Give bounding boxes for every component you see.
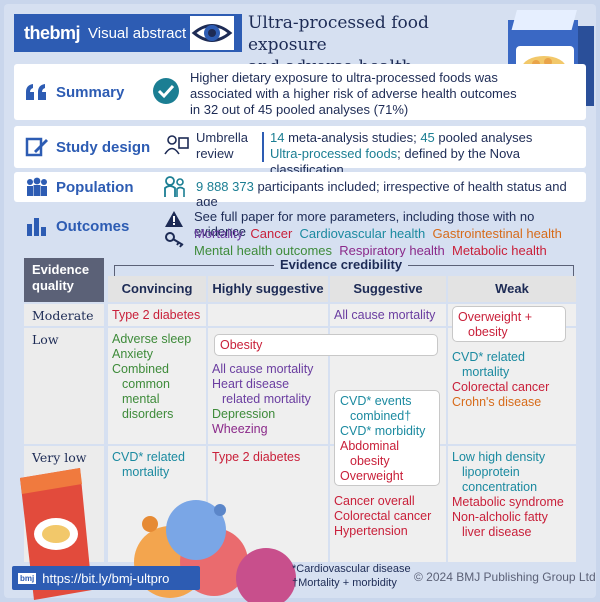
summary-row: Summary Higher dietary exposure to ultra… (14, 64, 586, 120)
credibility-title: Evidence credibility (274, 257, 409, 272)
outcome-item: Overweight + obesity (458, 310, 532, 339)
bmj-mini-logo: bmj (18, 572, 37, 584)
copyright: © 2024 BMJ Publishing Group Ltd (414, 570, 596, 584)
evidence-table: Evidence quality Evidence credibility Co… (24, 257, 576, 562)
outcome-item: All cause mortality (334, 308, 436, 322)
col-suggestive: Suggestive (330, 276, 446, 302)
study-type: Umbrella review (196, 130, 249, 161)
evidence-quality-header: Evidence quality (24, 258, 104, 302)
outcome-item: Type 2 diabetes (212, 450, 301, 464)
col-weak: Weak (448, 276, 576, 302)
highlight-box (334, 390, 440, 486)
outcome-list: Low high density lipoprotein concentrati… (452, 450, 564, 539)
population-text: 9 888 373 participants included; irrespe… (196, 179, 567, 209)
cell (448, 328, 576, 444)
outcomes-row: Outcomes See full paper for more paramet… (14, 206, 586, 258)
row-low: Low (24, 328, 104, 444)
bar-chart-icon (27, 218, 46, 236)
outcome-list: CVD* related mortality (112, 450, 185, 479)
outcome-item: Obesity (220, 338, 263, 352)
row-moderate: Moderate (24, 304, 104, 326)
footnotes: *Cardiovascular disease †Mortality + mor… (292, 563, 411, 589)
cell (448, 446, 576, 562)
cell (208, 304, 328, 326)
population-row: Population 9 888 373 participants includ… (14, 172, 586, 209)
article-link[interactable]: bmj https://bit.ly/bmj-ultpro (12, 566, 200, 590)
summary-label: Summary (24, 82, 124, 102)
highlight-box (214, 334, 438, 356)
warning-icon (165, 211, 183, 227)
outcomes-note: See full paper for more parameters, incl… (194, 209, 535, 239)
cell (108, 328, 206, 444)
study-design-row: Study design Umbrella review 14 meta-ana… (14, 126, 586, 177)
cell (108, 304, 206, 326)
outcomes-key-line2: Mental health outcomes Respiratory healt… (194, 243, 547, 258)
people-group-icon (27, 177, 47, 196)
outcome-list: CVD* related mortality Colorectal cancer… (452, 350, 550, 409)
col-highly-suggestive: Highly suggestive (208, 276, 328, 302)
people-review-icon (164, 135, 189, 155)
outcomes-key-line1: Mortality Cancer Cardiovascular health G… (194, 226, 562, 241)
outcome-list: CVD* events combined† CVD* morbidity Abd… (340, 394, 426, 483)
cell (330, 304, 446, 326)
brand-subtitle: Visual abstract (88, 24, 187, 42)
key-icon (165, 232, 184, 248)
outcome-list: Adverse sleep Anxiety Combined common me… (112, 332, 192, 421)
col-convincing: Convincing (108, 276, 206, 302)
highlight-box (452, 306, 566, 342)
quote-icon (26, 84, 46, 100)
bmj-logo: thebmj (24, 22, 81, 43)
study-design-details: 14 meta-analysis studies; 45 pooled anal… (270, 130, 533, 177)
eye-icon (190, 16, 234, 50)
pencil-document-icon (25, 137, 48, 157)
outcome-item: Type 2 diabetes (112, 308, 201, 322)
person-icon (164, 176, 185, 197)
outcome-list: All cause mortality Heart disease relate… (212, 362, 314, 436)
outcomes-label: Outcomes (24, 216, 129, 236)
checkmark-icon (153, 78, 179, 104)
outcome-list: Cancer overall Colorectal cancer Hyperte… (334, 494, 432, 538)
summary-text: Higher dietary exposure to ultra-process… (190, 70, 517, 117)
population-label: Population (24, 177, 134, 197)
divider (262, 132, 264, 162)
study-design-label: Study design (24, 137, 150, 157)
